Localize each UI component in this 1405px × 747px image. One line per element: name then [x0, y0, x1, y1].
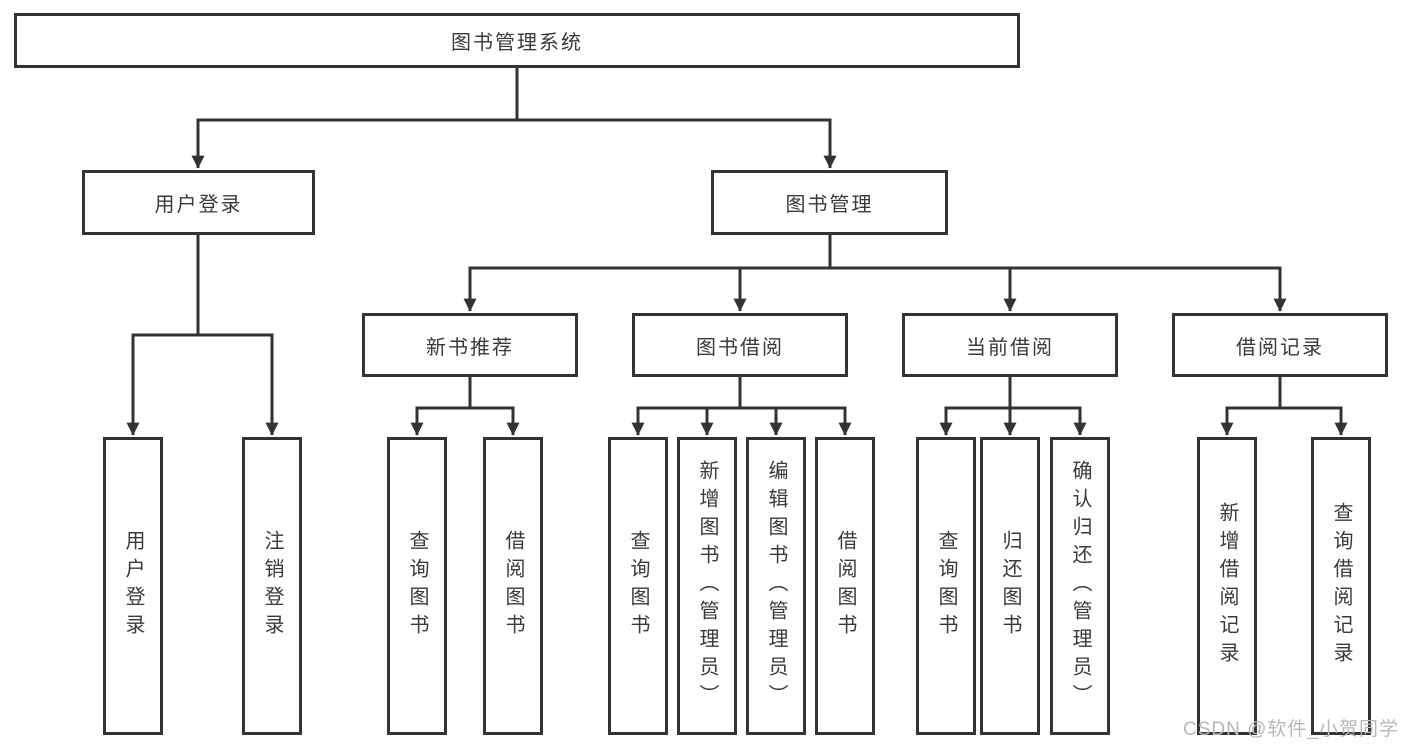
- leaf-user-login: 用户登录: [103, 437, 163, 735]
- leaf-borrow-book: 借阅图书: [815, 437, 875, 735]
- leaf-confirm-return-admin: 确认归还（管理员）: [1050, 437, 1110, 735]
- leaf-label: 新增借阅记录: [1216, 502, 1238, 670]
- leaf-label: 查询图书: [935, 530, 957, 642]
- leaf-label: 编辑图书（管理员）: [765, 460, 787, 712]
- leaf-label: 借阅图书: [502, 530, 524, 642]
- csdn-watermark: CSDN @软件_小贺同学: [1183, 719, 1399, 740]
- node-user-login-module: 用户登录: [82, 170, 315, 235]
- node-new-book-recommendation: 新书推荐: [362, 313, 578, 377]
- leaf-label: 确认归还（管理员）: [1069, 460, 1091, 712]
- leaf-edit-book-admin: 编辑图书（管理员）: [746, 437, 806, 735]
- leaf-logout: 注销登录: [242, 437, 302, 735]
- leaf-label: 用户登录: [122, 530, 144, 642]
- leaf-label: 查询借阅记录: [1330, 502, 1352, 670]
- leaf-search-book: 查询图书: [387, 437, 447, 735]
- leaf-label: 归还图书: [999, 530, 1021, 642]
- leaf-add-book-admin: 新增图书（管理员）: [677, 437, 737, 735]
- leaf-borrow-book: 借阅图书: [483, 437, 543, 735]
- node-book-borrowing: 图书借阅: [632, 313, 848, 377]
- node-library-management-system: 图书管理系统: [14, 13, 1020, 68]
- leaf-label: 借阅图书: [834, 530, 856, 642]
- leaf-label: 查询图书: [406, 530, 428, 642]
- node-borrowing-records: 借阅记录: [1172, 313, 1388, 377]
- leaf-label: 查询图书: [627, 530, 649, 642]
- leaf-return-book: 归还图书: [980, 437, 1040, 735]
- node-book-management-module: 图书管理: [711, 170, 948, 235]
- leaf-label: 注销登录: [261, 530, 283, 642]
- leaf-label: 新增图书（管理员）: [696, 460, 718, 712]
- leaf-add-borrow-record: 新增借阅记录: [1197, 437, 1257, 735]
- leaf-search-book: 查询图书: [916, 437, 976, 735]
- node-current-borrowing: 当前借阅: [902, 313, 1118, 377]
- leaf-query-borrow-record: 查询借阅记录: [1311, 437, 1371, 735]
- leaf-search-book: 查询图书: [608, 437, 668, 735]
